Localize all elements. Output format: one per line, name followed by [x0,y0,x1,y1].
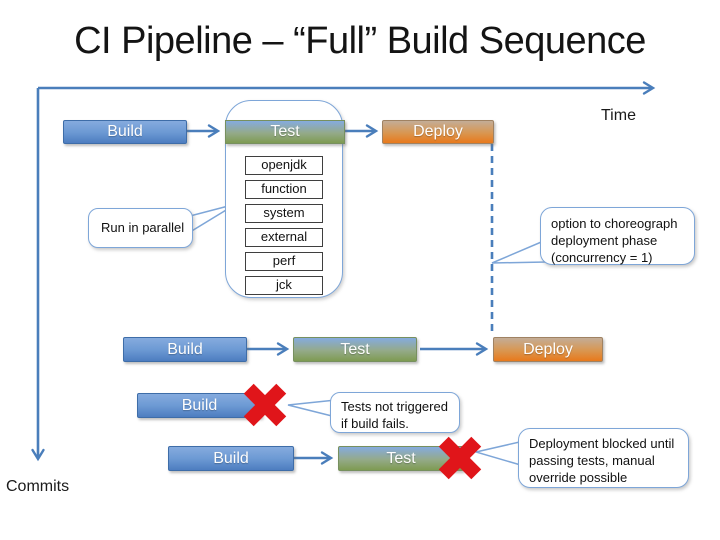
callout-deployment-blocked: Deployment blocked until passing tests, … [518,428,689,488]
time-axis-label: Time [601,107,636,124]
callout-run-parallel: Run in parallel [88,208,193,248]
build-box-row4: Build [168,446,294,471]
slide-title: CI Pipeline – “Full” Build Sequence [74,20,646,62]
build-box-row1: Build [63,120,187,144]
test-box-row2: Test [293,337,417,362]
deploy-box-row2: Deploy [493,337,603,362]
test-suite-item-external: external [245,228,323,247]
commits-axis-label: Commits [6,478,70,495]
callout-choreograph: option to choreograph deployment phase (… [540,207,695,265]
deploy-box-row1: Deploy [382,120,494,144]
test-suite-item-perf: perf [245,252,323,271]
test-box-row1: Test [225,120,345,144]
build-box-row2: Build [123,337,247,362]
build-box-row3: Build [137,393,262,418]
test-box-row4: Test [338,446,464,471]
callout-tests-not-triggered: Tests not triggered if build fails. [330,392,460,433]
test-suite-item-openjdk: openjdk [245,156,323,175]
test-suite-item-function: function [245,180,323,199]
test-suite-item-system: system [245,204,323,223]
test-suite-item-jck: jck [245,276,323,295]
